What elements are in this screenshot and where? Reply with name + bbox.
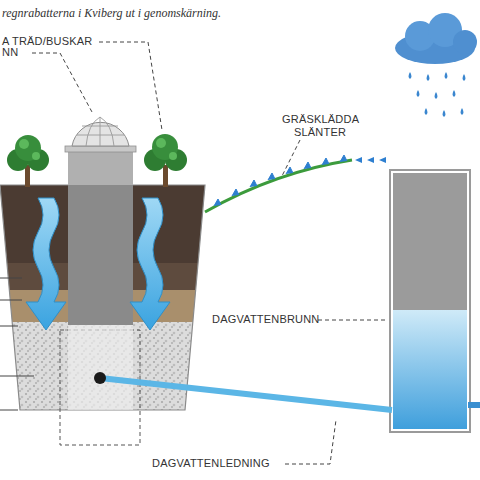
layer-leaders bbox=[0, 278, 34, 410]
infiltration-arrows bbox=[26, 198, 170, 330]
rain-cloud bbox=[395, 13, 477, 117]
callout-label: DAGVATTENBRUNN bbox=[212, 313, 316, 326]
tree bbox=[7, 135, 49, 187]
callout-label: DAGVATTENLEDNING bbox=[152, 457, 284, 470]
leader-lines bbox=[32, 42, 386, 464]
callout-label: NN bbox=[2, 46, 32, 59]
inner-well-gravel bbox=[68, 325, 133, 410]
stormwater-pipe bbox=[94, 372, 480, 410]
tree bbox=[144, 134, 187, 187]
figure-title: regnrabatterna i Kviberg ut i genomskärn… bbox=[2, 6, 221, 21]
stormwater-well bbox=[390, 170, 470, 432]
well-rim bbox=[65, 146, 136, 152]
inner-well bbox=[68, 150, 133, 325]
grass-slope bbox=[205, 155, 386, 212]
dome-grate bbox=[72, 117, 129, 146]
callout-label: GRÄSKLÄDDA SLÄNTER bbox=[282, 113, 358, 139]
inner-well-top bbox=[68, 150, 133, 185]
